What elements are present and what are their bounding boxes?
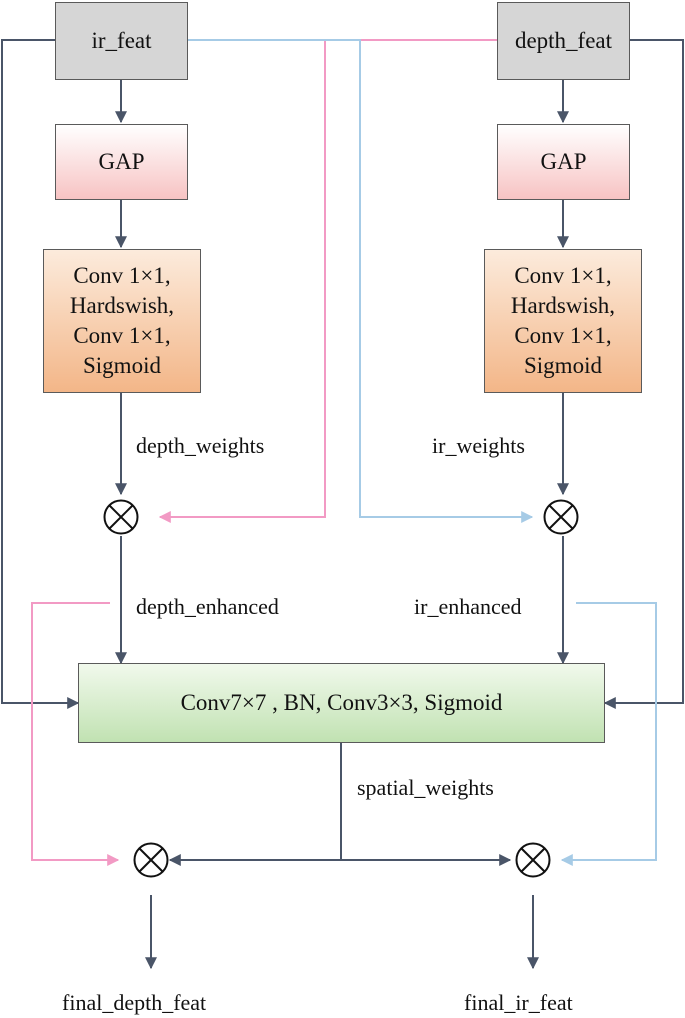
gap-box-left: GAP — [55, 124, 188, 200]
conv-block-right: Conv 1×1, Hardswish, Conv 1×1, Sigmoid — [484, 249, 642, 393]
gap-box-right: GAP — [497, 124, 630, 200]
conv-block-left: Conv 1×1, Hardswish, Conv 1×1, Sigmoid — [43, 249, 201, 393]
multiply-icon-final-left — [133, 842, 169, 878]
conv-left-line: Conv 1×1, — [73, 263, 171, 289]
arrow-ir-enhanced-to-final-mult — [560, 602, 657, 866]
spatial-attention-block: Conv7×7 , BN, Conv3×3, Sigmoid — [78, 663, 605, 743]
multiply-icon-left — [103, 499, 139, 535]
ir-feat-box: ir_feat — [55, 2, 188, 80]
depth-enhanced-label: depth_enhanced — [136, 594, 279, 619]
multiply-icon-final-right — [515, 842, 551, 878]
ir-enhanced-label: ir_enhanced — [414, 594, 522, 619]
conv-block-right-text: Conv 1×1, Hardswish, Conv 1×1, Sigmoid — [511, 261, 615, 381]
arrow-irfeat-skip-to-spatial — [1, 39, 80, 709]
conv-left-line: Hardswish, — [69, 293, 175, 319]
final-ir-feat-label: final_ir_feat — [464, 990, 573, 1015]
arrow-depth-enhanced-to-final-mult — [31, 602, 120, 866]
spatial-weights-label: spatial_weights — [357, 775, 494, 800]
conv-block-left-text: Conv 1×1, Hardswish, Conv 1×1, Sigmoid — [70, 261, 174, 381]
final-depth-feat-label: final_depth_feat — [62, 990, 207, 1015]
gap-left-label: GAP — [98, 149, 145, 175]
conv-right-line: Conv 1×1, — [514, 323, 612, 348]
depth-feat-box: depth_feat — [497, 2, 630, 80]
ir-weights-label: ir_weights — [432, 433, 525, 458]
conv-right-line: Hardswish, — [510, 293, 616, 319]
depth-feat-label: depth_feat — [514, 28, 613, 54]
gap-right-label: GAP — [540, 149, 587, 175]
arrow-depthfeat-cross-to-mult-left — [158, 39, 497, 523]
arrow-irfeat-cross-to-mult-right — [188, 39, 534, 523]
conv-left-line: Sigmoid — [83, 352, 161, 378]
conv-left-line: Conv 1×1, — [73, 323, 171, 348]
arrow-depthfeat-skip-to-spatial — [603, 39, 684, 709]
conv-right-line: Sigmoid — [524, 352, 602, 378]
multiply-icon-right — [543, 499, 579, 535]
spatial-block-label: Conv7×7 , BN, Conv3×3, Sigmoid — [180, 690, 503, 716]
conv-right-line: Conv 1×1, — [514, 263, 612, 289]
depth-weights-label: depth_weights — [136, 433, 265, 458]
ir-feat-label: ir_feat — [91, 28, 152, 54]
